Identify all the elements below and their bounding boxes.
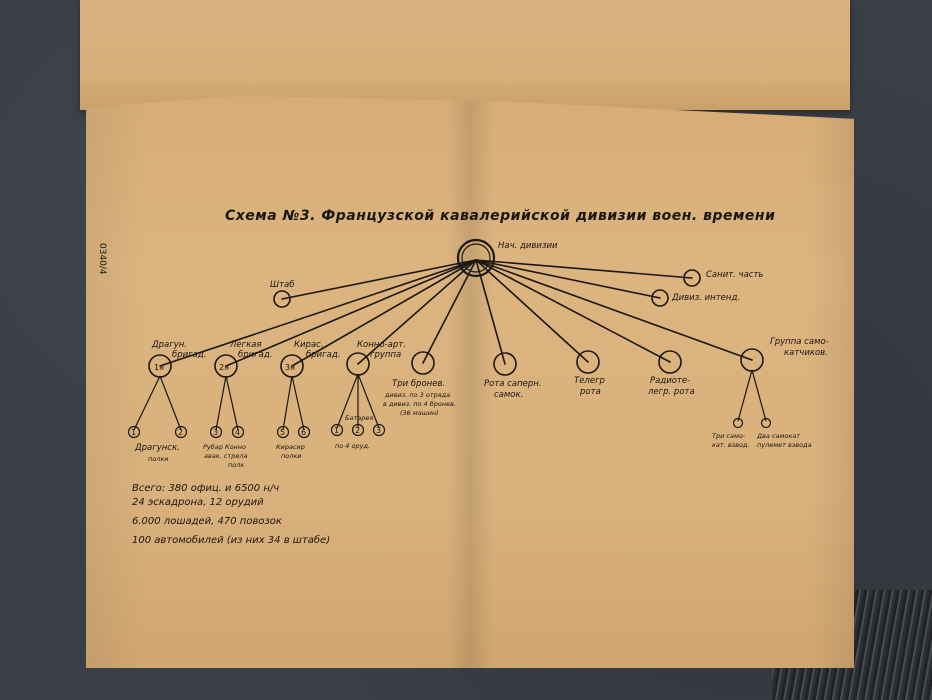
svg-text:2: 2 — [355, 426, 360, 435]
stats-line-4: 100 автомобилей (из них 34 в штабе) — [132, 534, 330, 546]
node-cuirassier-brigade: 3я Кирас. бригад. — [280, 340, 340, 378]
svg-text:Три бронев.: Три бронев. — [392, 379, 445, 389]
stats-line-1: Всего: 380 офиц. и 6500 н/ч — [132, 483, 279, 494]
svg-text:Рубар Конно: Рубар Конно — [203, 443, 246, 451]
svg-text:полки: полки — [148, 455, 169, 463]
svg-text:1: 1 — [131, 428, 136, 437]
svg-text:3: 3 — [213, 428, 218, 437]
node-light-brigade: 2я Легкая бригад. — [214, 340, 272, 378]
svg-text:в дивиз. по 4 бронев.: в дивиз. по 4 бронев. — [383, 400, 456, 408]
svg-text:катчиков.: катчиков. — [784, 348, 828, 358]
svg-text:Нач. дивизии: Нач. дивизии — [498, 241, 558, 251]
svg-text:Телегр: Телегр — [574, 376, 605, 386]
svg-text:бригад.: бригад. — [238, 350, 272, 360]
svg-text:3я: 3я — [285, 363, 295, 372]
svg-text:5: 5 — [280, 428, 285, 437]
subunit-batteries: Батарея 1 2 3 по 4 оруд. — [330, 414, 386, 450]
svg-text:авак. стрела: авак. стрела — [204, 452, 247, 460]
svg-text:Легкая: Легкая — [229, 340, 262, 350]
svg-text:Драгун.: Драгун. — [151, 340, 187, 350]
svg-text:пулемет взвода: пулемет взвода — [757, 441, 812, 449]
svg-text:по 4 оруд.: по 4 оруд. — [335, 442, 370, 450]
svg-text:Радиоте-: Радиоте- — [650, 376, 690, 386]
svg-text:Конно-арт.: Конно-арт. — [357, 340, 406, 350]
stats-line-3: 6.000 лошадей, 470 повозок — [132, 516, 282, 527]
svg-text:3: 3 — [376, 426, 381, 435]
svg-text:4: 4 — [235, 428, 240, 437]
archive-stamp: 0340/4 — [97, 243, 107, 275]
svg-text:Кирас.: Кирас. — [294, 340, 324, 350]
svg-text:(36 машин): (36 машин) — [400, 409, 439, 417]
svg-text:Группа само-: Группа само- — [770, 337, 829, 347]
node-intendancy: Дивиз. интенд. — [651, 289, 740, 307]
node-sapper-company: Рота саперн. самок. — [484, 352, 542, 400]
svg-text:Батарея: Батарея — [345, 414, 373, 422]
svg-text:Кирасир: Кирасир — [276, 443, 305, 451]
svg-text:бригад.: бригад. — [172, 350, 206, 360]
node-radio-company: Радиоте- легр. рота — [647, 350, 695, 397]
svg-text:полки: полки — [281, 452, 302, 460]
svg-text:Штаб: Штаб — [270, 280, 295, 290]
subunit-dragoon-regiments: 1 2 Драгунск. полки — [127, 425, 188, 463]
subunit-light-regiments: 3 4 Рубар Конно авак. стрела полк — [203, 425, 247, 469]
svg-text:Рота саперн.: Рота саперн. — [484, 379, 542, 389]
node-telegraph-company: Телегр рота — [574, 350, 605, 397]
svg-text:бригад.: бригад. — [306, 350, 340, 360]
svg-text:полк: полк — [228, 461, 244, 469]
svg-text:2: 2 — [178, 428, 183, 437]
svg-text:дивиз. по 3 отряда: дивиз. по 3 отряда — [384, 391, 450, 399]
svg-text:1: 1 — [334, 426, 339, 435]
node-medical-unit: Санит. часть — [683, 269, 763, 287]
svg-text:группа: группа — [370, 350, 401, 360]
node-cyclist-group: Группа само- катчиков. — [740, 337, 829, 372]
node-horse-artillery-group: Конно-арт. группа — [346, 340, 406, 376]
subunit-cyclist-platoons: Три само- кат. взвод. Два самокат пулеме… — [712, 417, 812, 449]
connector-lines — [133, 259, 767, 431]
node-dragoon-brigade: 1я Драгун. бригад. — [148, 340, 206, 378]
svg-text:Три само-: Три само- — [712, 432, 746, 440]
svg-text:Дивиз. интенд.: Дивиз. интенд. — [671, 293, 740, 303]
svg-text:Два самокат: Два самокат — [756, 432, 800, 440]
diagram-title: Схема №3. Французской кавалерийской диви… — [225, 208, 775, 224]
svg-text:2я: 2я — [219, 363, 229, 372]
subunit-cuirassier-regiments: 5 6 Кирасир полки — [276, 425, 311, 460]
node-staff: Штаб — [270, 280, 295, 308]
svg-text:рота: рота — [579, 387, 601, 397]
svg-text:кат. взвод.: кат. взвод. — [712, 441, 749, 449]
svg-text:Драгунск.: Драгунск. — [134, 443, 180, 453]
paper-sheet — [86, 96, 854, 668]
stats-line-2: 24 эскадрона, 12 орудий — [132, 497, 264, 508]
svg-text:самок.: самок. — [494, 390, 523, 400]
svg-text:6: 6 — [301, 428, 306, 437]
node-armored-cars: Три бронев. дивиз. по 3 отряда в дивиз. … — [383, 351, 456, 417]
svg-text:1я: 1я — [154, 363, 164, 372]
svg-text:легр. рота: легр. рота — [647, 387, 695, 397]
svg-text:Санит. часть: Санит. часть — [706, 270, 763, 280]
division-totals: Всего: 380 офиц. и 6500 н/ч 24 эскадрона… — [132, 483, 330, 546]
node-division-head: Нач. дивизии — [456, 238, 558, 278]
folded-sheet-top — [80, 0, 850, 110]
